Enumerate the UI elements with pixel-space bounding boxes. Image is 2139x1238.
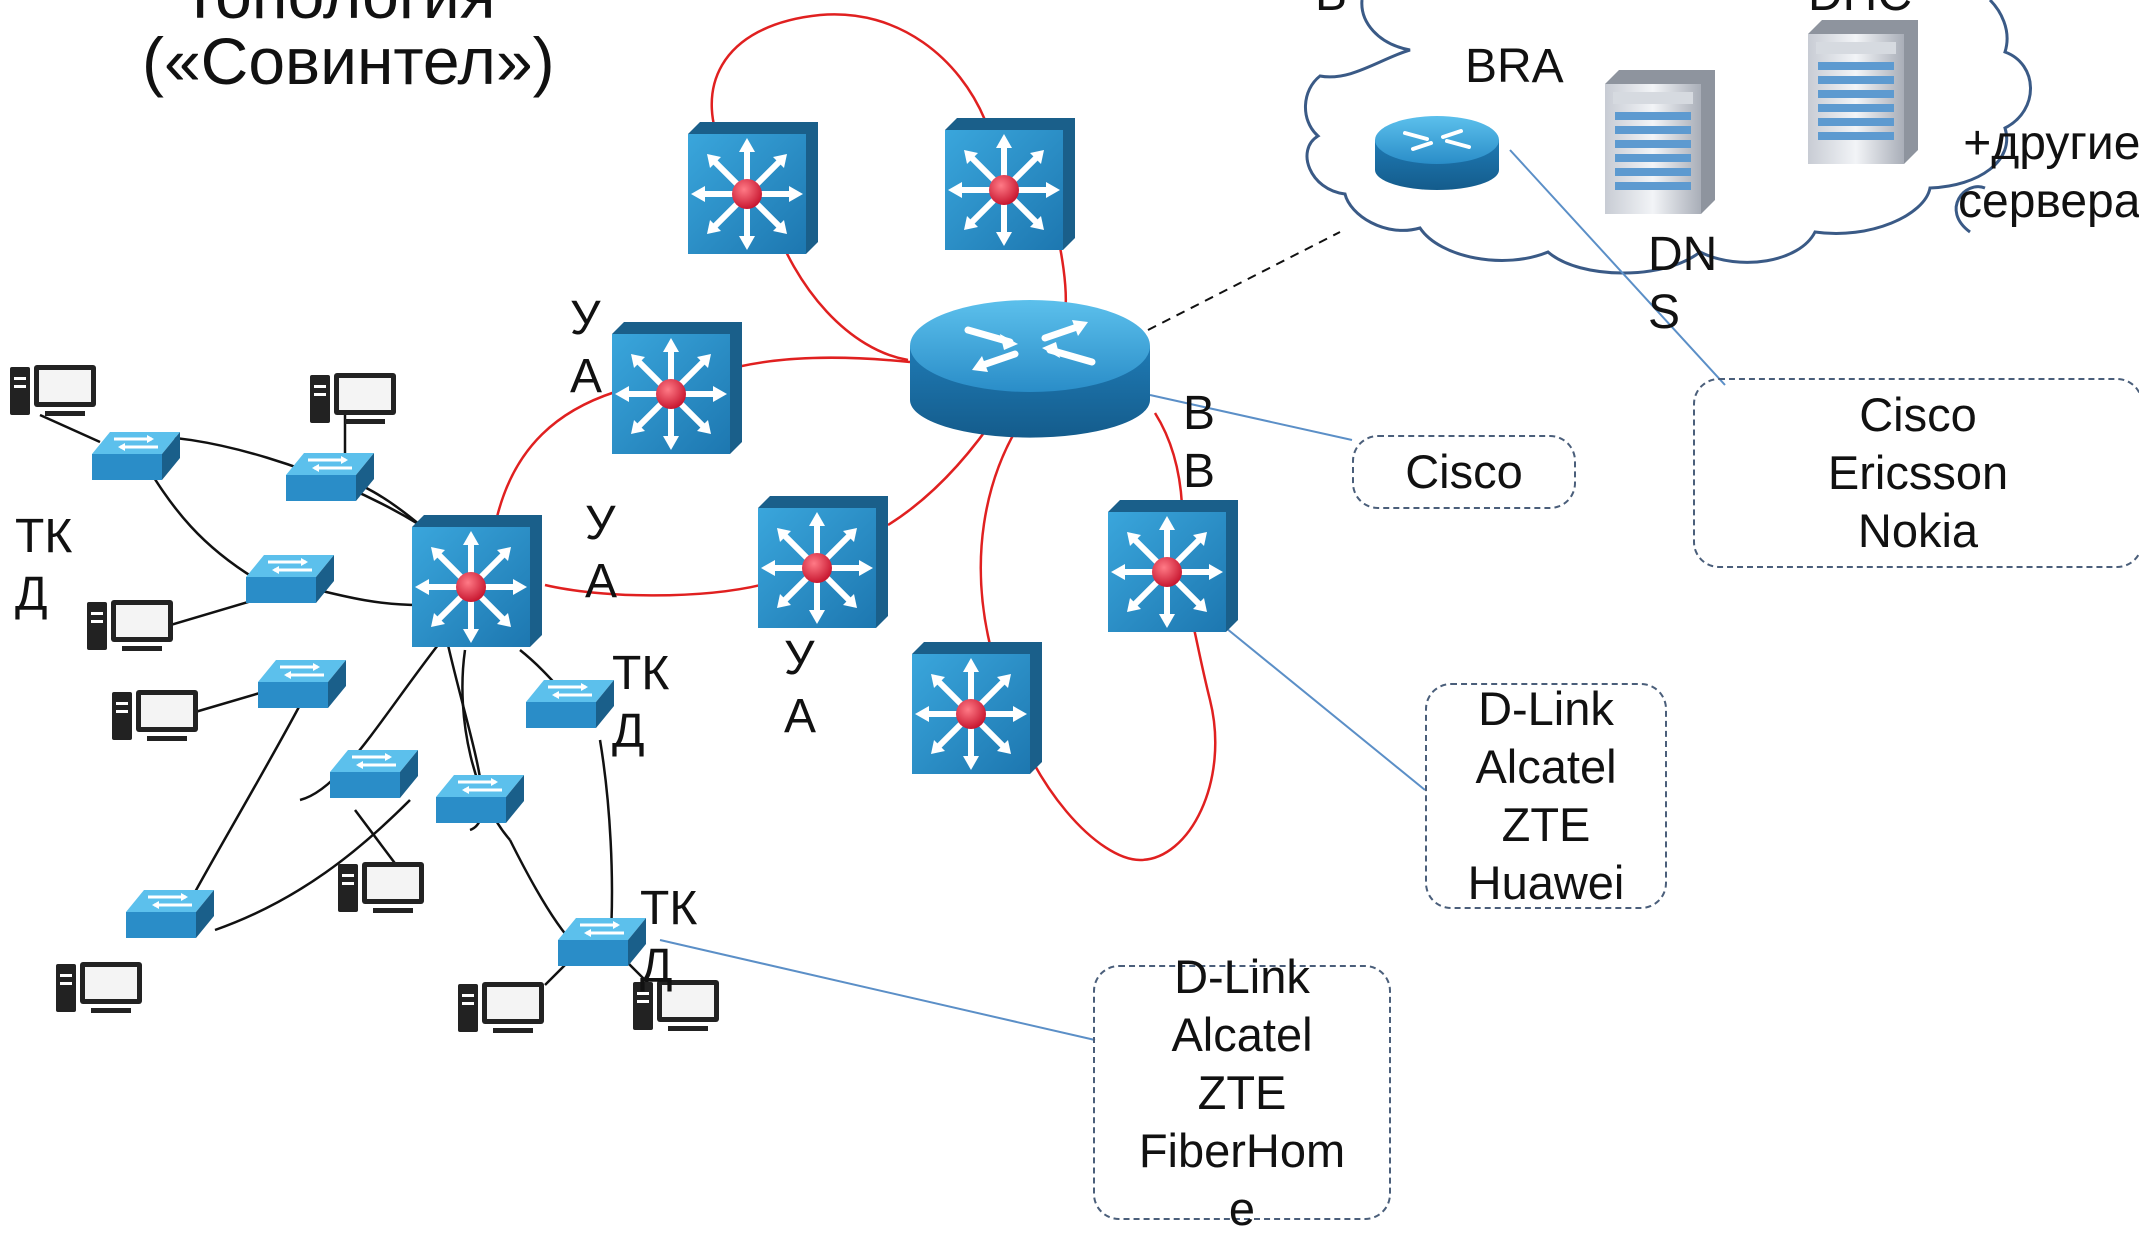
bras-label: BRA: [1465, 40, 1564, 93]
access-switch: [284, 451, 376, 503]
bb-label: В В: [1183, 387, 1216, 498]
diagram-title-line1: Топология: [180, 0, 496, 34]
vendor-name: ZTE: [1197, 1065, 1287, 1119]
other-servers-label: +другие сервера: [1958, 117, 2139, 228]
ring-link: [979, 419, 1217, 862]
vendor-name: D-Link: [1478, 682, 1614, 735]
access-link: [461, 649, 511, 841]
ua-label: У А: [784, 632, 817, 743]
callout-lines: [659, 149, 1726, 1041]
diagram-title-line2: («Совинтел»): [142, 24, 555, 98]
dns-server-icon: [1605, 70, 1715, 214]
vendor-name: Alcatel: [1475, 740, 1617, 793]
access-link: [309, 586, 421, 607]
vendor-name: Cisco: [1859, 388, 1977, 441]
agg-switch-top-left: [688, 122, 818, 254]
vendor-name: Ericsson: [1827, 446, 2009, 499]
vendor-box-cisco: Cisco: [1352, 435, 1576, 509]
ring-link: [736, 356, 911, 369]
access-link: [214, 799, 411, 932]
cloud-top-left-label: В: [1315, 0, 1347, 24]
access-link: [39, 413, 101, 444]
vendor-name: Alcatel: [1171, 1007, 1313, 1061]
access-switch: [256, 658, 348, 710]
access-switch: [434, 773, 526, 825]
ring-link: [544, 582, 766, 597]
ua-switch-middle: [758, 496, 888, 628]
ua-switch-upper: [612, 322, 742, 454]
desktop-pc-icon: [87, 600, 173, 651]
access-link: [446, 644, 484, 832]
tkd-label: ТК Д: [15, 510, 73, 621]
ua-label: У А: [570, 292, 603, 403]
vendor-name: e: [1228, 1181, 1256, 1235]
access-link: [184, 688, 271, 717]
access-link: [354, 809, 401, 871]
bras-router: [1375, 116, 1499, 190]
access-switch: [244, 553, 336, 605]
access-switch: [524, 678, 616, 730]
access-switch: [124, 888, 216, 940]
access-switch: [328, 748, 420, 800]
desktop-pc-icon: [310, 373, 396, 424]
access-link: [508, 839, 576, 946]
vendor-name: ZTE: [1501, 798, 1591, 851]
access-switch: [90, 430, 182, 482]
aggregation-ring: [495, 13, 1217, 862]
uplink-to-cloud: [1147, 231, 1341, 331]
bb-switch: [1108, 500, 1238, 632]
vendor-name: D-Link: [1174, 949, 1310, 1003]
desktop-pc-icon: [458, 982, 544, 1033]
vendor-box-access: D-Link Alcatel ZTE FiberHom e: [1093, 950, 1391, 1235]
access-switch: [556, 916, 648, 968]
agg-switch-bottom: [912, 642, 1042, 774]
agg-switch-top-right: [945, 118, 1075, 250]
vendor-name: Huawei: [1467, 856, 1625, 909]
vendor-name: Cisco: [1405, 445, 1523, 498]
isp-services-cloud: [1304, 0, 2032, 275]
ring-link: [495, 390, 616, 518]
ring-link: [710, 13, 987, 161]
dns-label: DN S: [1648, 228, 1718, 339]
cloud-top-right-label: DHC: [1808, 0, 1912, 24]
vendor-name: Nokia: [1857, 504, 1979, 557]
vendor-name: FiberHom: [1138, 1123, 1346, 1177]
vendor-box-aggregation: D-Link Alcatel ZTE Huawei: [1425, 682, 1667, 909]
vendor-box-core: Cisco Ericsson Nokia: [1693, 378, 2139, 568]
access-link: [178, 704, 302, 921]
desktop-pc-icon: [56, 962, 142, 1013]
desktop-pc-icon: [112, 690, 198, 741]
ua-switch-hub: [412, 515, 542, 647]
ring-link: [1153, 412, 1184, 506]
desktop-pc-icon: [10, 365, 96, 416]
access-link: [299, 644, 439, 802]
core-router: [910, 300, 1150, 438]
tkd-label: ТК Д: [612, 647, 670, 758]
dhcp-server-icon: [1808, 20, 1918, 164]
ua-label: У А: [585, 497, 618, 608]
tkd-label: ТК Д: [640, 882, 698, 993]
desktop-pc-icon: [338, 862, 424, 913]
